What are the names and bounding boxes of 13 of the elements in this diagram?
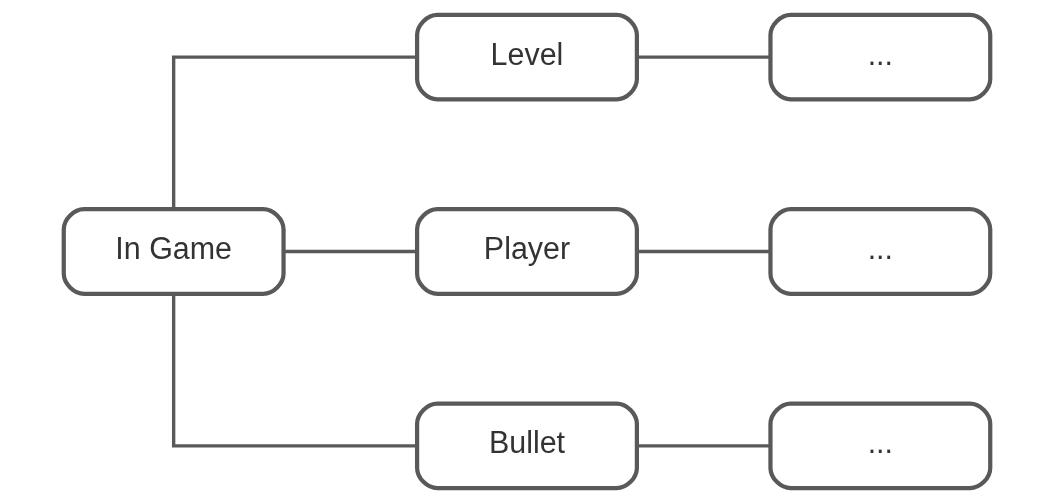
node-box: ...: [768, 207, 993, 296]
connector: [171, 294, 417, 448]
node-box: Bullet: [415, 401, 639, 491]
node-box: ...: [768, 401, 993, 491]
connector: [637, 444, 771, 448]
node-box: Level: [415, 12, 639, 102]
connector: [637, 55, 771, 59]
connector: [637, 249, 771, 254]
node-box: In Game: [61, 207, 286, 296]
node-box: ...: [768, 12, 993, 102]
node-box: Player: [415, 207, 639, 296]
connector: [284, 249, 417, 254]
connector: [171, 55, 417, 209]
